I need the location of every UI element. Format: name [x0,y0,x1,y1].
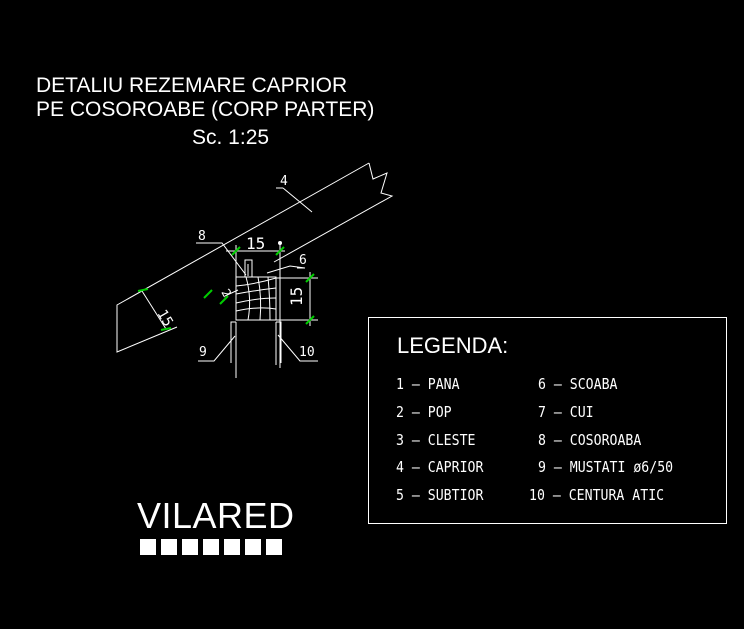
brand-square [140,539,156,555]
cleat [244,259,253,278]
centura-leader [277,334,318,362]
brand-square [224,539,240,555]
legend-item: 7 – CUI [538,403,594,421]
legend-item: 9 – MUSTATI ø6/50 [538,458,674,476]
dim-rafter-value: 15 [154,307,176,330]
drawing-title: DETALIU REZEMARE CAPRIOR PE COSOROABE (C… [36,74,374,122]
brand-logo-text: VILARED [137,495,295,536]
brand-square [266,539,282,555]
legend-title: LEGENDA: [397,333,509,358]
legend-item: 2 – POP [396,403,452,421]
pop-leader [224,289,239,297]
cleste-leader [196,242,247,276]
brand-square [182,539,198,555]
label-cleste-mark: 8 [198,229,206,244]
legend-item: 5 – SUBTIOR [396,486,484,504]
dim-rafter-line [141,290,167,330]
rafter-top-end [273,162,394,263]
label-mustati-mark: 9 [199,345,207,360]
legend-item: 10 – CENTURA ATIC [529,486,665,504]
legend-item: 4 – CAPRIOR [396,458,484,476]
title-line-1: DETALIU REZEMARE CAPRIOR [36,74,348,97]
brand-square [161,539,177,555]
label-centura-mark: 10 [299,345,315,360]
dim-dot [278,241,282,245]
brand-square [203,539,219,555]
rafter-outline [116,162,370,353]
wall-left [230,321,236,363]
label-scoaba-mark: 6 [299,253,307,268]
mustati-leader [198,335,236,362]
legend-item: 3 – CLESTE [396,431,476,449]
dim-right-value: 15 [287,287,306,306]
dimension-ticks [137,246,315,331]
dim-top-value: 15 [246,234,265,253]
drawing-scale: Sc. 1:25 [192,126,270,149]
legend-item: 1 – PANA [396,375,460,393]
label-caprior-mark: 4 [280,174,288,189]
brand-squares [140,539,282,555]
legend-item: 8 – COSOROABA [538,431,642,449]
legend-box: LEGENDA: 1 – PANA 2 – POP 3 – CLESTE 4 –… [368,317,727,524]
title-line-2: PE COSOROABE (CORP PARTER) [36,98,375,121]
scoaba-leader [266,265,306,274]
beam-grain [235,276,277,321]
brand-square [245,539,261,555]
legend-item: 6 – SCOABA [538,375,618,393]
caprior-leader [282,187,313,213]
wall-right [276,321,282,363]
